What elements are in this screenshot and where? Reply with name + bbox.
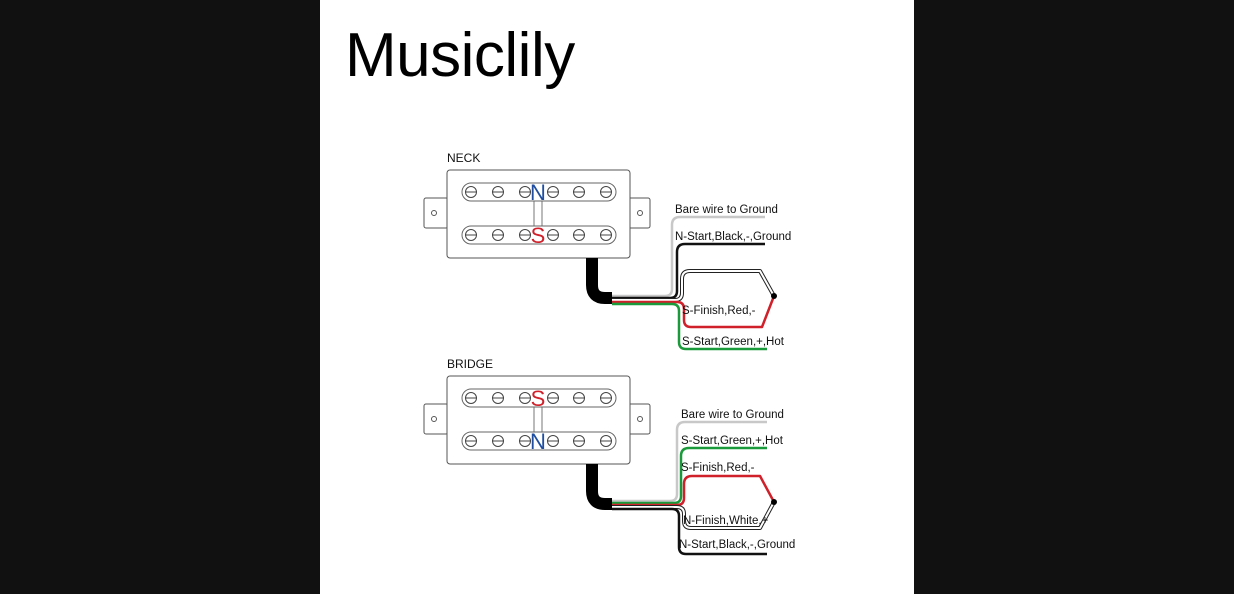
wire-bare xyxy=(612,215,765,298)
screw-hole-icon xyxy=(431,416,437,422)
wire-label: N-Start,Black,-,Ground xyxy=(679,539,795,551)
wire-label: S-Finish,Red,- xyxy=(681,462,755,474)
wire-white xyxy=(612,501,775,529)
screw-hole-icon xyxy=(431,210,437,216)
wire-red xyxy=(612,295,776,329)
wire-white xyxy=(612,270,775,301)
screw-hole-icon xyxy=(637,416,643,422)
wire-label: Bare wire to Ground xyxy=(675,204,778,216)
wire-bare xyxy=(612,420,767,503)
wire-green xyxy=(612,446,767,505)
pickup-bridge: BRIDGE SN Bare wire to GroundS-Start,Green… xyxy=(423,357,795,556)
wire-label: N-Start,Black,-,Ground xyxy=(675,231,791,243)
cable-sheath xyxy=(586,464,612,510)
brand-title: Musiclily xyxy=(345,21,575,90)
wire-green xyxy=(612,302,767,351)
wire-label: S-Finish,Red,- xyxy=(682,305,756,317)
wire-black xyxy=(612,507,767,556)
pickup-label: NECK xyxy=(447,151,480,165)
solder-joint xyxy=(771,293,777,299)
pickup-neck: NECK NS Bare wire to GroundN-Start,Black,-… xyxy=(423,151,791,351)
pole-label-bottom: N xyxy=(530,429,546,454)
pole-label-top: S xyxy=(531,386,546,411)
solder-joint xyxy=(771,499,777,505)
wire-label: Bare wire to Ground xyxy=(681,409,784,421)
pole-label-top: N xyxy=(530,180,546,205)
wire-label: S-Start,Green,+,Hot xyxy=(682,336,785,348)
wire-red xyxy=(612,474,776,507)
wire-label: S-Start,Green,+,Hot xyxy=(681,435,784,447)
pickup-label: BRIDGE xyxy=(447,357,493,371)
wire-black xyxy=(612,242,765,300)
pole-label-bottom: S xyxy=(531,223,546,248)
wire-label: N-Finish,White,+ xyxy=(683,515,769,527)
screw-hole-icon xyxy=(637,210,643,216)
cable-sheath xyxy=(586,258,612,304)
